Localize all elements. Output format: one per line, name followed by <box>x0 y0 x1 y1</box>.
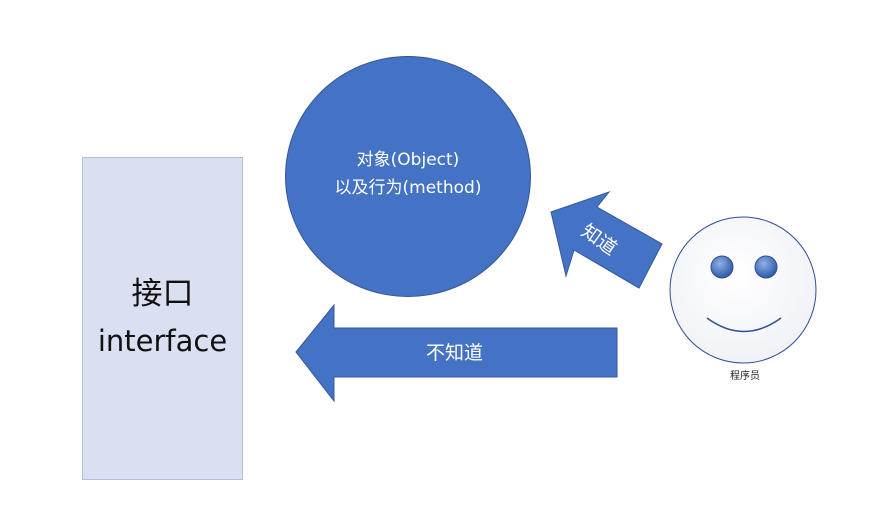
object-label-line-1: 对象(Object) <box>356 150 460 170</box>
dont-know-label: 不知道 <box>426 342 484 364</box>
interface-box <box>82 157 243 480</box>
interface-subtitle: interface <box>97 324 228 358</box>
object-label-line-2: 以及行为(method) <box>334 178 482 198</box>
know-arrow <box>550 190 663 289</box>
programmer-caption: 程序员 <box>730 371 760 382</box>
interface-title: 接口 <box>131 276 194 312</box>
object-circle <box>285 56 531 297</box>
smiley-face-icon <box>669 216 817 364</box>
dont-know-arrow <box>295 303 618 403</box>
